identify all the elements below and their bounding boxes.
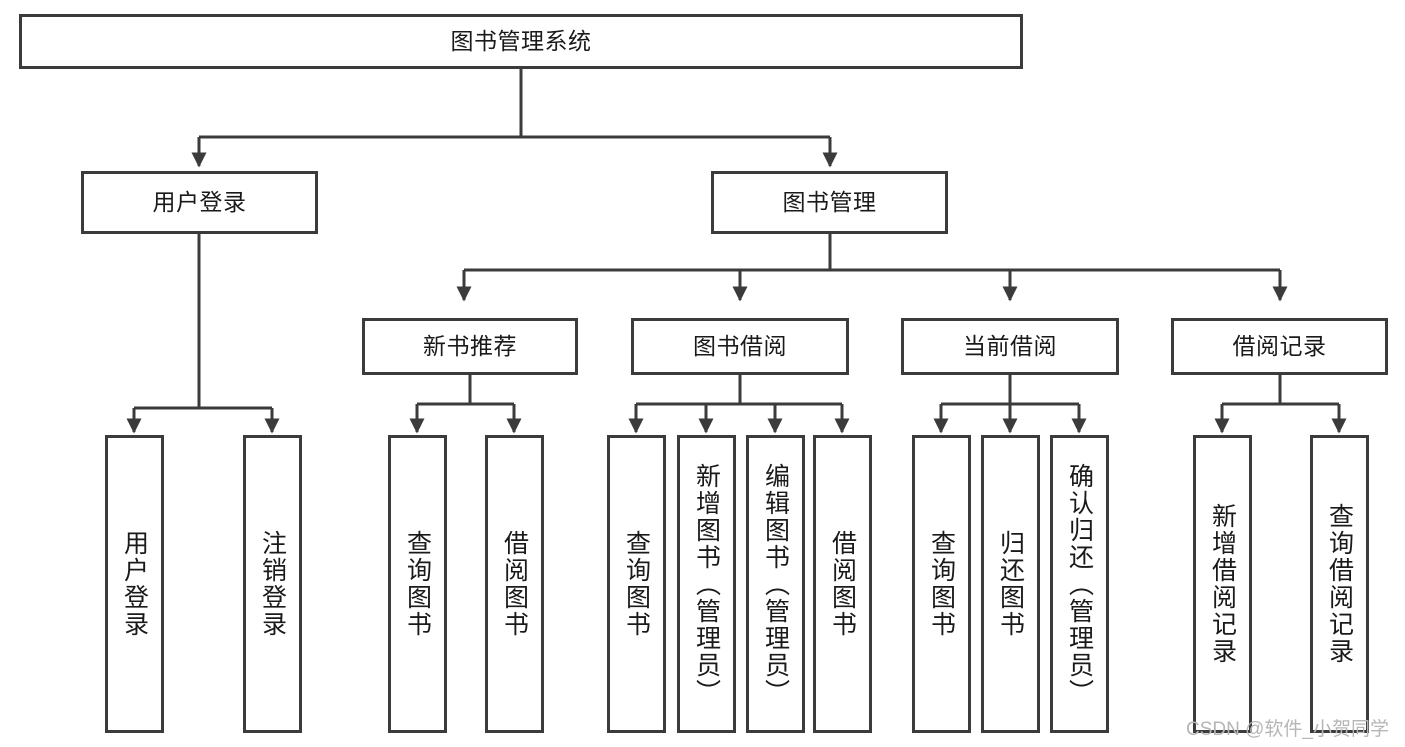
node-current-borrow-label: 当前借阅 [963,332,1057,359]
node-leaf-user-login-label: 用户登录 [120,530,149,638]
node-book-manage-label: 图书管理 [782,188,877,215]
node-leaf-user-login[interactable]: 用户登录 [105,435,164,733]
node-leaf-confirm-return-label: 确认归还（管理员） [1065,462,1094,706]
node-leaf-query-book-2-label: 查询图书 [622,530,651,638]
node-leaf-confirm-return[interactable]: 确认归还（管理员） [1050,435,1109,733]
node-leaf-borrow-book-1[interactable]: 借阅图书 [485,435,544,733]
node-leaf-query-book-1[interactable]: 查询图书 [388,435,447,733]
node-root[interactable]: 图书管理系统 [19,14,1023,69]
node-new-book-recommend[interactable]: 新书推荐 [362,318,578,375]
node-leaf-query-book-2[interactable]: 查询图书 [607,435,666,733]
node-leaf-query-borrow-record[interactable]: 查询借阅记录 [1310,435,1369,733]
node-leaf-logout-login[interactable]: 注销登录 [243,435,302,733]
node-leaf-edit-book[interactable]: 编辑图书（管理员） [746,435,805,733]
node-leaf-borrow-book-2-label: 借阅图书 [828,530,857,638]
csdn-watermark: CSDN @软件_小贺同学 [1186,719,1389,740]
node-leaf-borrow-book-1-label: 借阅图书 [500,530,529,638]
node-leaf-add-borrow-record-label: 新增借阅记录 [1208,503,1237,665]
node-root-label: 图书管理系统 [450,27,592,54]
node-leaf-return-book-label: 归还图书 [996,530,1025,638]
node-leaf-add-book[interactable]: 新增图书（管理员） [677,435,736,733]
node-borrow-record-label: 借阅记录 [1232,332,1327,359]
node-borrow-record[interactable]: 借阅记录 [1171,318,1388,375]
node-leaf-logout-login-label: 注销登录 [258,530,287,638]
node-user-login[interactable]: 用户登录 [81,171,318,234]
node-leaf-query-book-1-label: 查询图书 [403,530,432,638]
node-leaf-query-book-3[interactable]: 查询图书 [912,435,971,733]
node-book-borrow[interactable]: 图书借阅 [631,318,849,375]
node-user-login-label: 用户登录 [152,188,247,215]
node-book-manage[interactable]: 图书管理 [711,171,948,234]
node-current-borrow[interactable]: 当前借阅 [901,318,1119,375]
node-book-borrow-label: 图书借阅 [693,332,787,359]
node-leaf-add-book-label: 新增图书（管理员） [692,462,721,706]
node-leaf-add-borrow-record[interactable]: 新增借阅记录 [1193,435,1252,733]
node-leaf-return-book[interactable]: 归还图书 [981,435,1040,733]
node-leaf-borrow-book-2[interactable]: 借阅图书 [813,435,872,733]
node-new-book-recommend-label: 新书推荐 [423,332,517,359]
node-leaf-edit-book-label: 编辑图书（管理员） [761,462,790,706]
node-leaf-query-book-3-label: 查询图书 [927,530,956,638]
node-leaf-query-borrow-record-label: 查询借阅记录 [1325,503,1354,665]
